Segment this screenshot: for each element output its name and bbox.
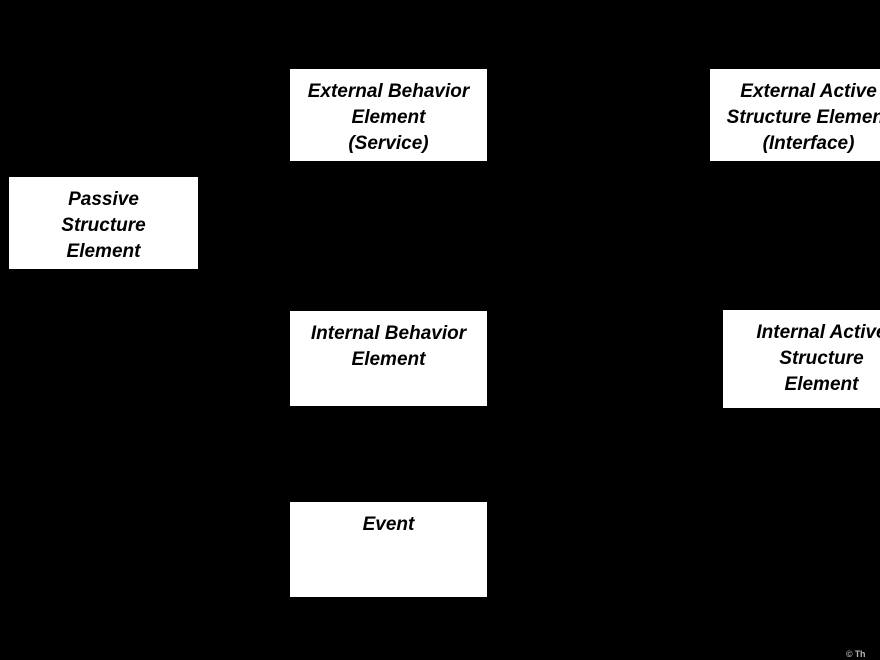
node-label: Internal Active Structure Element [756,322,880,395]
node-passive-structure-element[interactable]: Passive Structure Element [9,177,198,269]
node-event[interactable]: Event [290,502,487,597]
node-external-behavior-element[interactable]: External Behavior Element (Service) [290,69,487,161]
node-external-active-structure-element[interactable]: External Active Structure Element (Inter… [710,69,880,161]
node-label: External Behavior Element (Service) [307,81,470,154]
node-label: Event [362,514,415,535]
copyright-watermark: © Th [846,649,866,659]
node-label: Internal Behavior Element [310,323,467,370]
node-internal-behavior-element[interactable]: Internal Behavior Element [290,311,487,406]
node-internal-active-structure-element[interactable]: Internal Active Structure Element [723,310,880,408]
node-label: External Active Structure Element (Inter… [726,81,880,154]
node-label: Passive Structure Element [61,189,146,262]
